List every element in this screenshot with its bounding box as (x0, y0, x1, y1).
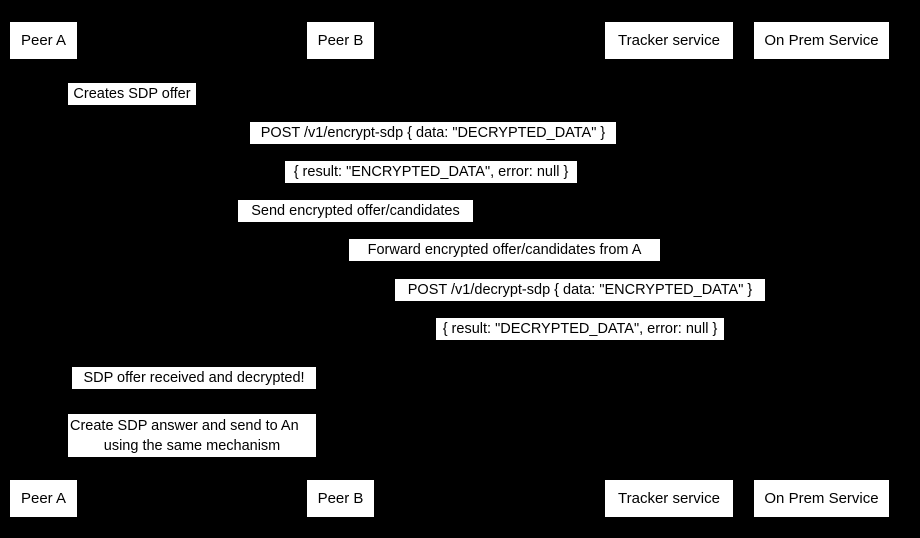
participant-header-peer-b[interactable]: Peer B (307, 22, 374, 59)
message-text: Send encrypted offer/candidates (251, 202, 460, 219)
message-text: Creates SDP offer (73, 85, 191, 102)
arrow-forward-encrypted-offer (340, 263, 669, 264)
participant-label: Peer A (20, 32, 67, 49)
arrow-post-encrypt-sdp (43, 146, 821, 147)
arrow-encrypt-sdp-result (43, 185, 821, 186)
lifeline-tracker-service (669, 58, 670, 480)
participant-label: Tracker service (618, 490, 720, 507)
message-text: POST /v1/encrypt-sdp { data: "DECRYPTED_… (260, 124, 606, 141)
arrow-send-encrypted-offer (43, 224, 669, 225)
message-text: { result: "DECRYPTED_DATA", error: null … (442, 320, 718, 337)
participant-footer-peer-b[interactable]: Peer B (307, 480, 374, 517)
message-label-post-encrypt-sdp[interactable]: POST /v1/encrypt-sdp { data: "DECRYPTED_… (250, 122, 616, 144)
message-text: { result: "ENCRYPTED_DATA", error: null … (293, 163, 569, 180)
participant-label: On Prem Service (764, 490, 879, 507)
participant-header-peer-a[interactable]: Peer A (10, 22, 77, 59)
note-line-1: Create SDP answer and send to An (70, 417, 299, 434)
lifeline-on-prem-service (821, 58, 822, 480)
message-label-post-decrypt-sdp[interactable]: POST /v1/decrypt-sdp { data: "ENCRYPTED_… (395, 279, 765, 301)
message-label-encrypt-sdp-result[interactable]: { result: "ENCRYPTED_DATA", error: null … (285, 161, 577, 183)
message-label-decrypt-sdp-result[interactable]: { result: "DECRYPTED_DATA", error: null … (436, 318, 724, 340)
message-label-sdp-offer-received[interactable]: SDP offer received and decrypted! (72, 367, 316, 389)
participant-footer-tracker-service[interactable]: Tracker service (605, 480, 733, 517)
arrow-sdp-offer-received (43, 390, 340, 391)
message-label-send-encrypted-offer[interactable]: Send encrypted offer/candidates (238, 200, 473, 222)
participant-footer-peer-a[interactable]: Peer A (10, 480, 77, 517)
message-label-forward-encrypted-offer[interactable]: Forward encrypted offer/candidates from … (349, 239, 660, 261)
message-text: Forward encrypted offer/candidates from … (367, 241, 642, 258)
participant-label: Peer A (20, 490, 67, 507)
participant-header-on-prem-service[interactable]: On Prem Service (754, 22, 889, 59)
participant-footer-on-prem-service[interactable]: On Prem Service (754, 480, 889, 517)
message-text: POST /v1/decrypt-sdp { data: "ENCRYPTED_… (407, 281, 753, 298)
participant-header-tracker-service[interactable]: Tracker service (605, 22, 733, 59)
participant-label: Tracker service (618, 32, 720, 49)
message-label-creates-sdp-offer[interactable]: Creates SDP offer (68, 83, 196, 105)
note-line-2: using the same mechanism (103, 437, 281, 454)
lifeline-peer-a (43, 58, 44, 480)
lifeline-peer-b (340, 58, 341, 480)
note-create-sdp-answer[interactable]: Create SDP answer and send to An using t… (68, 414, 316, 457)
participant-label: Peer B (317, 490, 364, 507)
arrow-creates-sdp-offer (43, 106, 83, 107)
arrow-decrypt-sdp-result (340, 341, 821, 342)
participant-label: Peer B (317, 32, 364, 49)
participant-label: On Prem Service (764, 32, 879, 49)
arrow-post-decrypt-sdp (340, 302, 821, 303)
message-text: SDP offer received and decrypted! (83, 369, 305, 386)
